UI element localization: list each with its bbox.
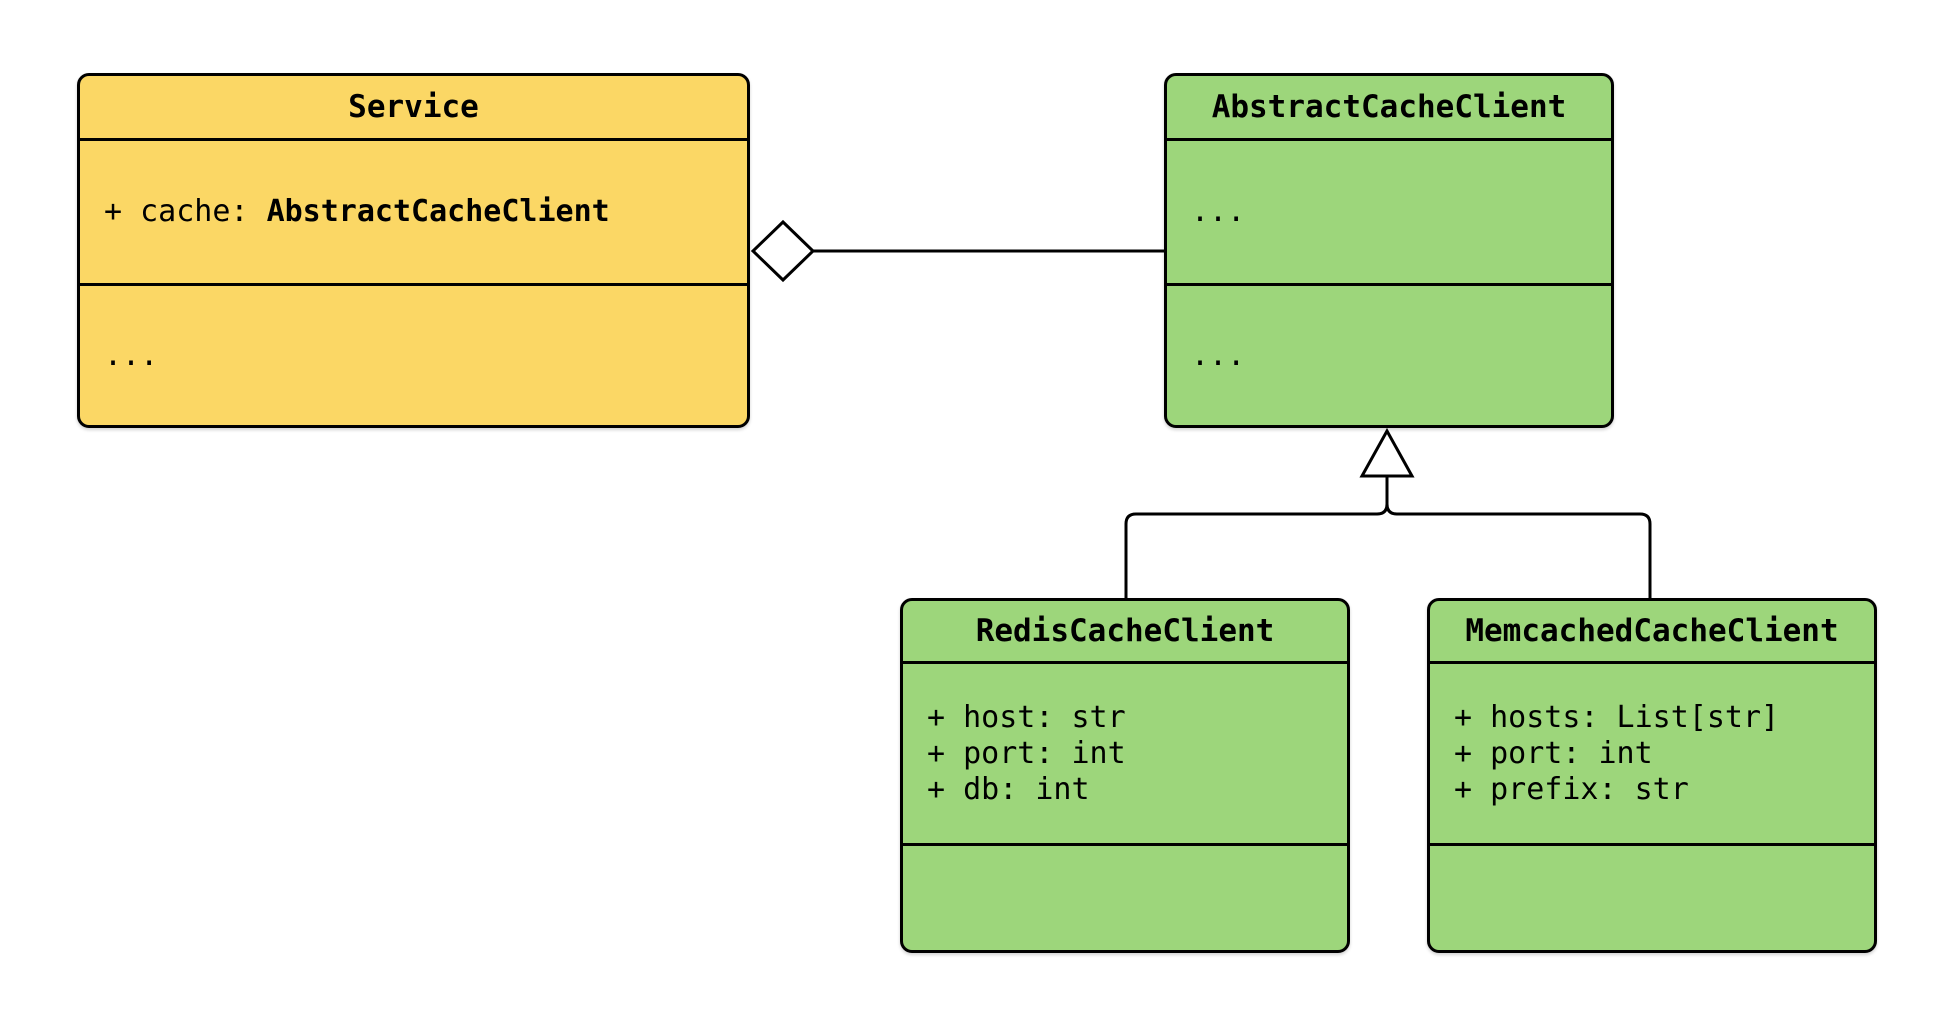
attribute-line: + port: int xyxy=(927,735,1126,771)
class-attributes-memcachedcacheclient: + hosts: List[str] + port: int + prefix:… xyxy=(1430,664,1874,846)
class-title-rediscacheclient: RedisCacheClient xyxy=(903,601,1347,664)
class-box-abstractcacheclient: AbstractCacheClient ... ... xyxy=(1164,73,1614,428)
class-title-abstractcacheclient: AbstractCacheClient xyxy=(1167,76,1611,141)
inheritance-edge xyxy=(1124,476,1652,598)
method-line: ... xyxy=(104,337,159,373)
class-title-memcachedcacheclient: MemcachedCacheClient xyxy=(1430,601,1874,664)
attribute-type: AbstractCacheClient xyxy=(266,194,610,229)
attribute-prefix: + cache: xyxy=(104,194,267,229)
class-title-service: Service xyxy=(80,76,747,141)
attribute-line: + prefix: str xyxy=(1454,771,1689,807)
aggregation-diamond-icon xyxy=(750,219,816,283)
class-box-rediscacheclient: RedisCacheClient + host: str + port: int… xyxy=(900,598,1350,953)
class-box-service: Service + cache: AbstractCacheClient ... xyxy=(77,73,750,428)
attribute-line: + hosts: List[str] xyxy=(1454,699,1780,735)
method-line: ... xyxy=(1191,337,1246,373)
attribute-line: + cache: AbstractCacheClient xyxy=(104,194,737,230)
class-methods-rediscacheclient xyxy=(903,846,1347,950)
class-attributes-abstractcacheclient: ... xyxy=(1167,141,1611,286)
class-methods-memcachedcacheclient xyxy=(1430,846,1874,950)
attribute-line: + db: int xyxy=(927,771,1090,807)
inheritance-arrow-icon xyxy=(1359,427,1415,478)
attribute-line: + host: str xyxy=(927,699,1126,735)
class-attributes-rediscacheclient: + host: str + port: int + db: int xyxy=(903,664,1347,846)
class-methods-service: ... xyxy=(80,286,747,425)
class-methods-abstractcacheclient: ... xyxy=(1167,286,1611,425)
class-box-memcachedcacheclient: MemcachedCacheClient + hosts: List[str] … xyxy=(1427,598,1877,953)
attribute-line: + port: int xyxy=(1454,735,1653,771)
class-attributes-service: + cache: AbstractCacheClient xyxy=(80,141,747,286)
attribute-line: ... xyxy=(1191,194,1246,229)
